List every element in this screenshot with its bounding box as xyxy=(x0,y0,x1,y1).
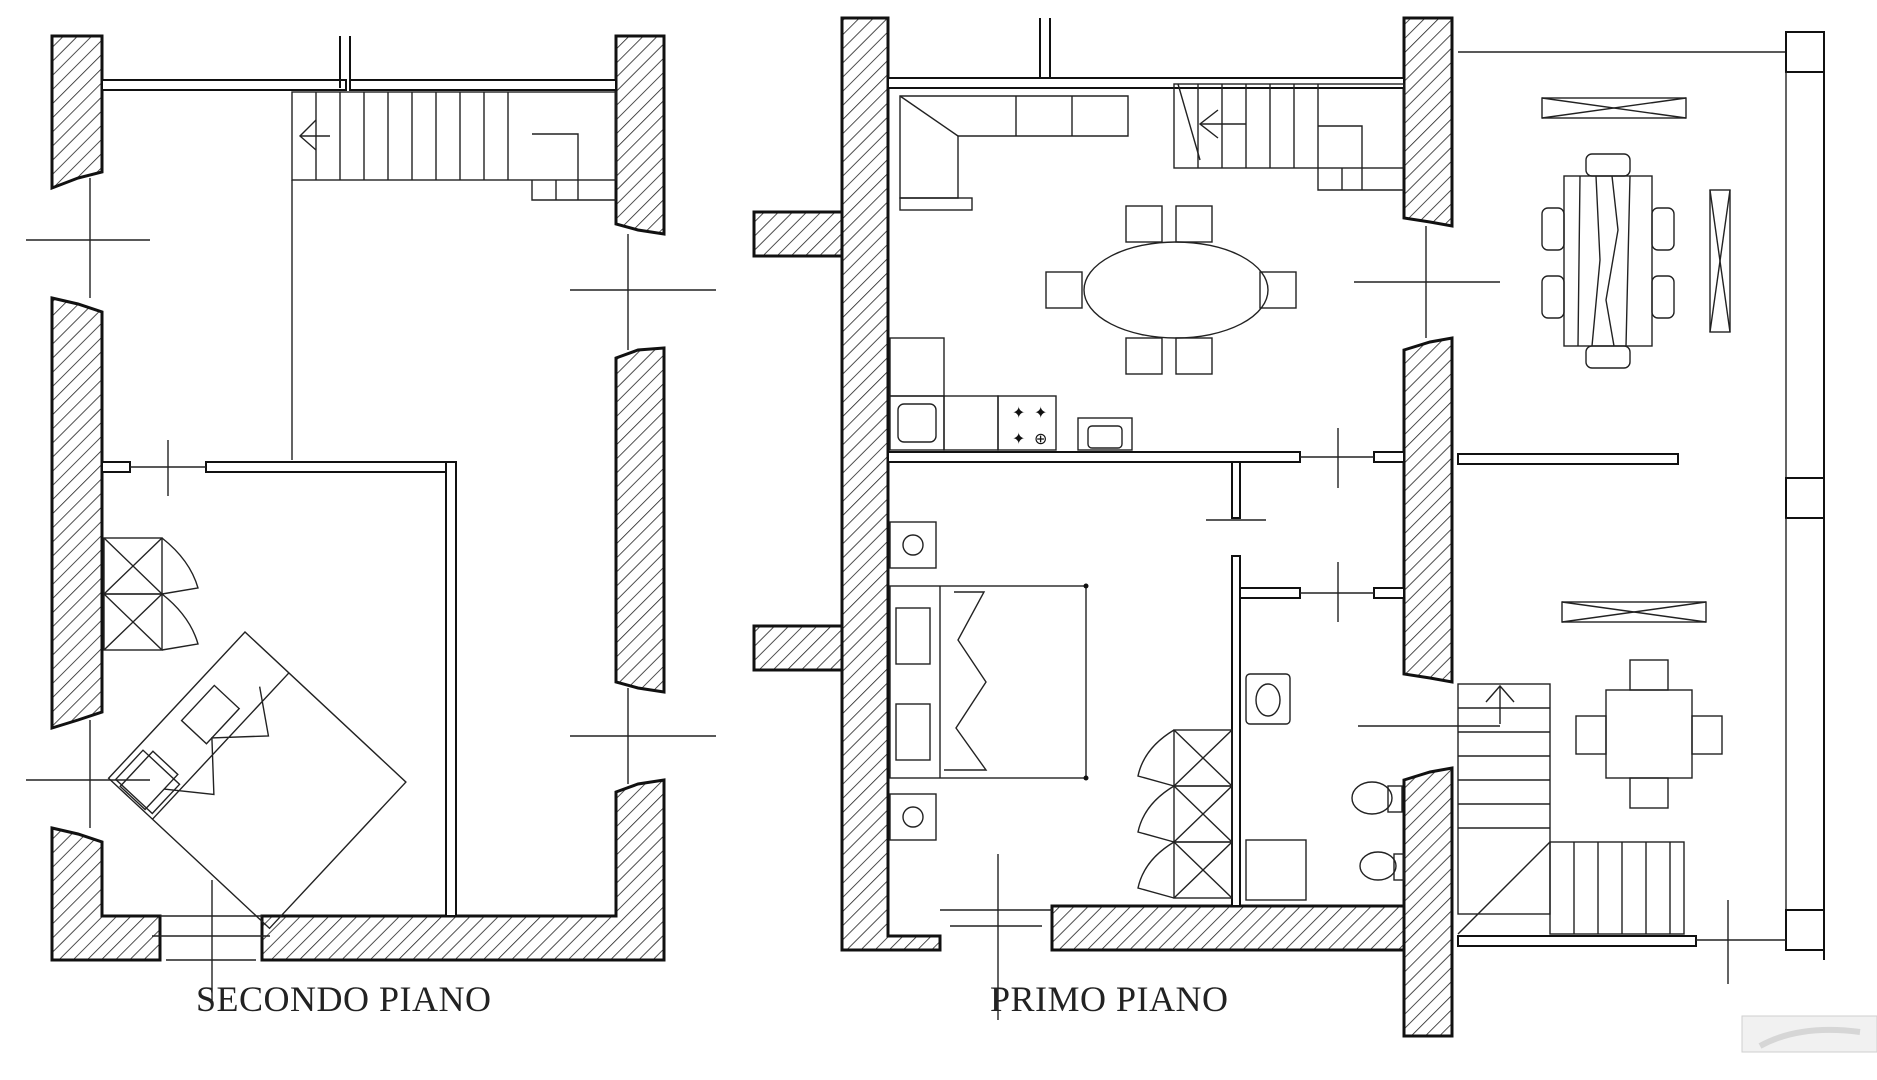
kitchen-counter: ✦ ✦ ✦ ⊕ xyxy=(889,337,1133,451)
wall-center-middle xyxy=(1402,336,1454,684)
wall-left-bottom xyxy=(50,826,162,962)
first-floor-plan: ✦ ✦ ✦ ⊕ xyxy=(752,16,1877,1053)
double-bed-rotated xyxy=(107,631,407,930)
wall-top xyxy=(887,77,1405,89)
first-floor-label: PRIMO PIANO xyxy=(990,979,1229,1019)
shower-tray xyxy=(1245,839,1307,901)
bedroom-wall-right xyxy=(445,461,457,917)
second-floor-label: SECONDO PIANO xyxy=(196,979,492,1019)
wall-bedroom-bath xyxy=(1231,555,1241,907)
terrace xyxy=(1457,31,1825,984)
wall-left-top xyxy=(50,34,104,191)
wall-kitchen-bedroom xyxy=(887,451,1301,463)
corner-sofa xyxy=(899,95,1129,211)
svg-text:⊕: ⊕ xyxy=(1034,429,1047,448)
oval-dining-table xyxy=(1045,205,1297,375)
pillar-middle xyxy=(1785,477,1825,519)
wall-top-left xyxy=(101,79,347,91)
wall-bath-top xyxy=(1239,587,1301,599)
bedroom-wall-top xyxy=(205,461,457,473)
svg-text:✦: ✦ xyxy=(1034,403,1047,422)
wall-right-bottom xyxy=(260,778,666,962)
first-floor-stairs-top xyxy=(1173,83,1405,191)
bathroom-fixtures xyxy=(1245,673,1500,901)
double-bed xyxy=(889,583,1089,781)
toilet xyxy=(1351,781,1393,815)
bedroom-wall-top-left xyxy=(101,461,131,473)
svg-text:✦: ✦ xyxy=(1012,403,1025,422)
pillar-top xyxy=(1785,31,1825,73)
nightstand-top xyxy=(889,521,937,569)
bidet xyxy=(1359,851,1397,881)
pillar-bottom xyxy=(1785,909,1825,951)
terrace-rail-bottom xyxy=(1457,935,1697,947)
terrace-stairs xyxy=(1457,683,1685,935)
wall-center-bottom xyxy=(1402,766,1454,1038)
wall-left-middle xyxy=(50,296,104,731)
svg-text:✦: ✦ xyxy=(1012,429,1025,448)
wall-left-exterior xyxy=(840,16,942,952)
terrace-rail-middle xyxy=(1457,453,1679,465)
second-floor-plan xyxy=(26,34,716,1000)
wall-center-top xyxy=(1402,16,1454,228)
wall-projection-top xyxy=(752,210,844,258)
wall-top-right xyxy=(349,79,617,91)
nightstand-bottom xyxy=(889,793,937,841)
wall-bottom xyxy=(1050,904,1406,952)
wall-right-top xyxy=(614,34,666,236)
watermark-corner xyxy=(1741,1015,1877,1053)
wall-right-middle xyxy=(614,346,666,694)
wall-projection-bottom xyxy=(752,624,844,672)
wardrobe xyxy=(103,537,199,651)
second-floor-stairs xyxy=(291,91,617,201)
bedroom-wardrobe xyxy=(1137,729,1233,899)
wall-bedroom-hall xyxy=(1231,461,1241,519)
